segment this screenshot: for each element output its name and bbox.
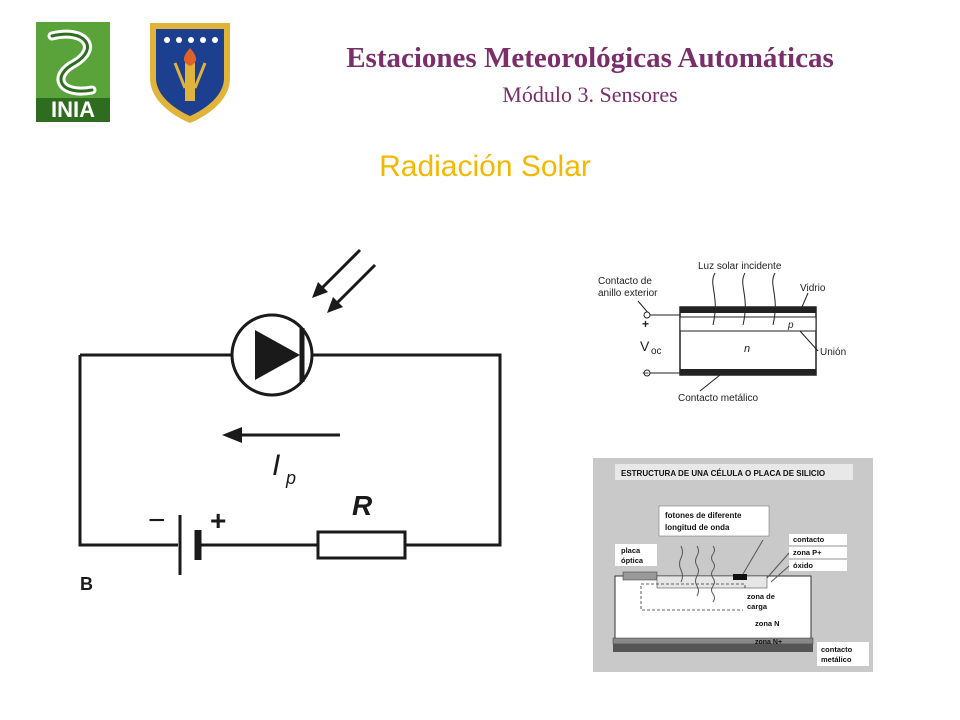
inia-logo: INIA	[30, 18, 116, 128]
current-arrow	[222, 427, 242, 443]
solar-cell-cross-section: Luz solar incidente Contacto de anillo e…	[598, 261, 846, 404]
metal-contact-layer	[680, 369, 816, 375]
voc-subscript: oc	[651, 346, 662, 357]
page-subtitle: Módulo 3. Sensores	[502, 82, 678, 107]
ring-contact-label-1: Contacto de	[598, 276, 652, 287]
university-shield-logo	[150, 23, 230, 123]
p-layer-label: p	[787, 320, 794, 331]
n-layer-label: n	[744, 343, 750, 355]
silicon-cell-structure-figure: ESTRUCTURA DE UNA CÉLULA O PLACA DE SILI…	[593, 458, 873, 672]
section-heading: Radiación Solar	[379, 150, 591, 183]
resistor-label: R	[352, 490, 373, 521]
battery-plus: +	[210, 505, 226, 536]
metal-contact-label-2: metálico	[821, 655, 852, 664]
glass-layer	[680, 307, 816, 313]
ring-contact-label-2: anillo exterior	[598, 288, 658, 299]
metal-contact-label-1: contacto	[821, 645, 853, 654]
photodiode-circuit-diagram: I p − + R B	[78, 248, 502, 594]
junction-label: Unión	[820, 347, 846, 358]
bottom-metal-contact	[613, 644, 813, 652]
oxide-label: óxido	[793, 561, 813, 570]
optical-plate-label-2: óptica	[621, 556, 644, 565]
contact-label: contacto	[793, 535, 825, 544]
minus-terminal: −	[642, 366, 649, 380]
resistor	[316, 530, 407, 560]
diode-triangle	[255, 330, 300, 380]
silicon-figure-title: ESTRUCTURA DE UNA CÉLULA O PLACA DE SILI…	[621, 469, 825, 478]
metal-contact-label: Contacto metálico	[678, 393, 758, 404]
photons-label-1: fotones de diferente	[665, 511, 742, 520]
zone-n-plus-label: zona N+	[755, 639, 782, 646]
current-label: I	[272, 449, 280, 482]
zone-n-label: zona N	[755, 619, 780, 628]
current-subscript: p	[285, 468, 296, 488]
plus-terminal: +	[642, 317, 649, 331]
page-title: Estaciones Meteorológicas Automáticas	[346, 42, 834, 74]
figure-letter: B	[80, 574, 93, 594]
charge-zone-label-1: zona de	[747, 592, 775, 601]
charge-zone-label-2: carga	[747, 602, 768, 611]
optical-plate-label-1: placa	[621, 546, 641, 555]
glass-label: Vidrio	[800, 283, 826, 294]
zone-p-label: zona P+	[793, 548, 822, 557]
incident-light-label: Luz solar incidente	[698, 261, 782, 272]
inia-logo-text: INIA	[51, 97, 95, 122]
top-contact	[733, 574, 747, 580]
photons-label-2: longitud de onda	[665, 523, 730, 532]
photodiode-circle	[230, 313, 314, 397]
battery-minus: −	[148, 504, 166, 537]
voc-label: V	[640, 338, 650, 354]
